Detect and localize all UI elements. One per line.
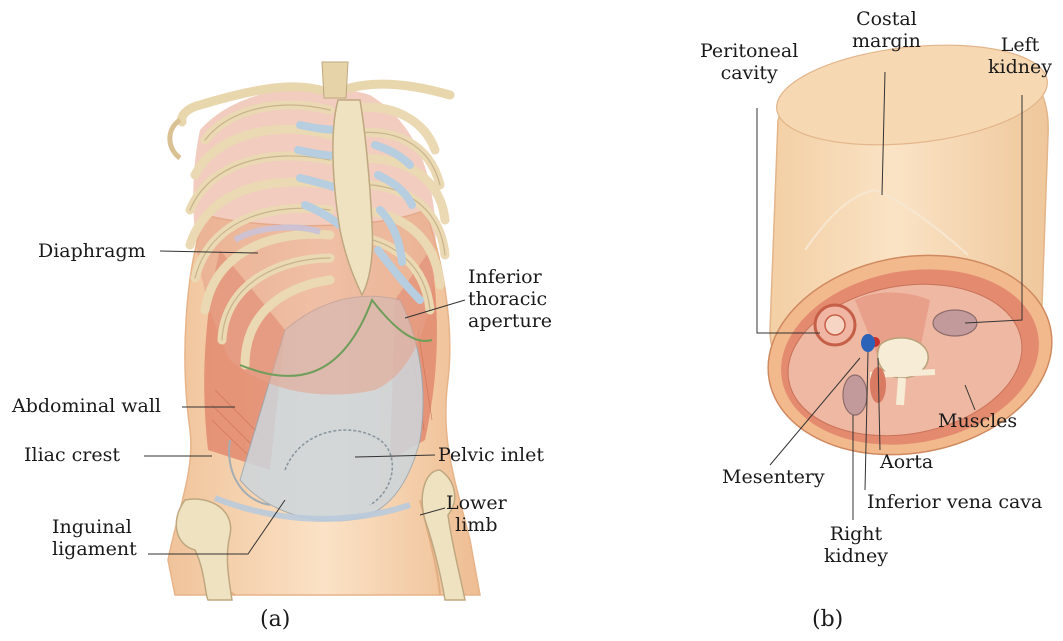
label-peritoneal-cavity: Peritoneal cavity: [700, 40, 798, 84]
clavicle-right: [350, 84, 450, 95]
vena-cava-vessel: [861, 334, 875, 352]
label-inguinal-line1: Inguinal: [52, 516, 137, 538]
label-left-kidney-line1: Left: [988, 34, 1052, 56]
label-costal-line2: margin: [852, 30, 921, 52]
panel-a-illustration: [168, 62, 480, 600]
label-lower-line1: Lower: [446, 492, 507, 514]
label-pelvic-inlet: Pelvic inlet: [438, 444, 544, 466]
label-inguinal-line2: ligament: [52, 538, 137, 560]
label-mesentery: Mesentery: [722, 466, 825, 488]
label-iliac-crest: Iliac crest: [24, 444, 120, 466]
label-lower-line2: limb: [446, 514, 507, 536]
caption-b: (b): [812, 607, 843, 632]
label-right-kidney-line1: Right: [824, 523, 888, 545]
right-kidney-shape: [843, 375, 867, 415]
label-inferior-line2: thoracic: [468, 288, 552, 310]
label-right-kidney-line2: kidney: [824, 545, 888, 567]
label-muscles: Muscles: [938, 410, 1017, 432]
label-inferior-thoracic-aperture: Inferior thoracic aperture: [468, 266, 552, 332]
vertebra-process: [900, 378, 902, 405]
gut-lumen: [825, 315, 845, 335]
label-left-kidney-line2: kidney: [988, 56, 1052, 78]
label-left-kidney: Left kidney: [988, 34, 1052, 78]
label-costal-line1: Costal: [852, 8, 921, 30]
label-abdominal-wall: Abdominal wall: [12, 395, 161, 417]
label-lower-limb: Lower limb: [446, 492, 507, 536]
label-diaphragm: Diaphragm: [38, 240, 146, 262]
label-inferior-vena-cava: Inferior vena cava: [867, 491, 1042, 513]
vertebrae-neck: [322, 62, 348, 98]
caption-a: (a): [260, 607, 290, 632]
label-inferior-line3: aperture: [468, 310, 552, 332]
label-peritoneal-line1: Peritoneal: [700, 40, 798, 62]
label-costal-margin: Costal margin: [852, 8, 921, 52]
label-inguinal-ligament: Inguinal ligament: [52, 516, 137, 560]
label-aorta: Aorta: [880, 451, 933, 473]
label-peritoneal-line2: cavity: [700, 62, 798, 84]
shoulder-left: [170, 120, 180, 158]
label-inferior-line1: Inferior: [468, 266, 552, 288]
label-right-kidney: Right kidney: [824, 523, 888, 567]
